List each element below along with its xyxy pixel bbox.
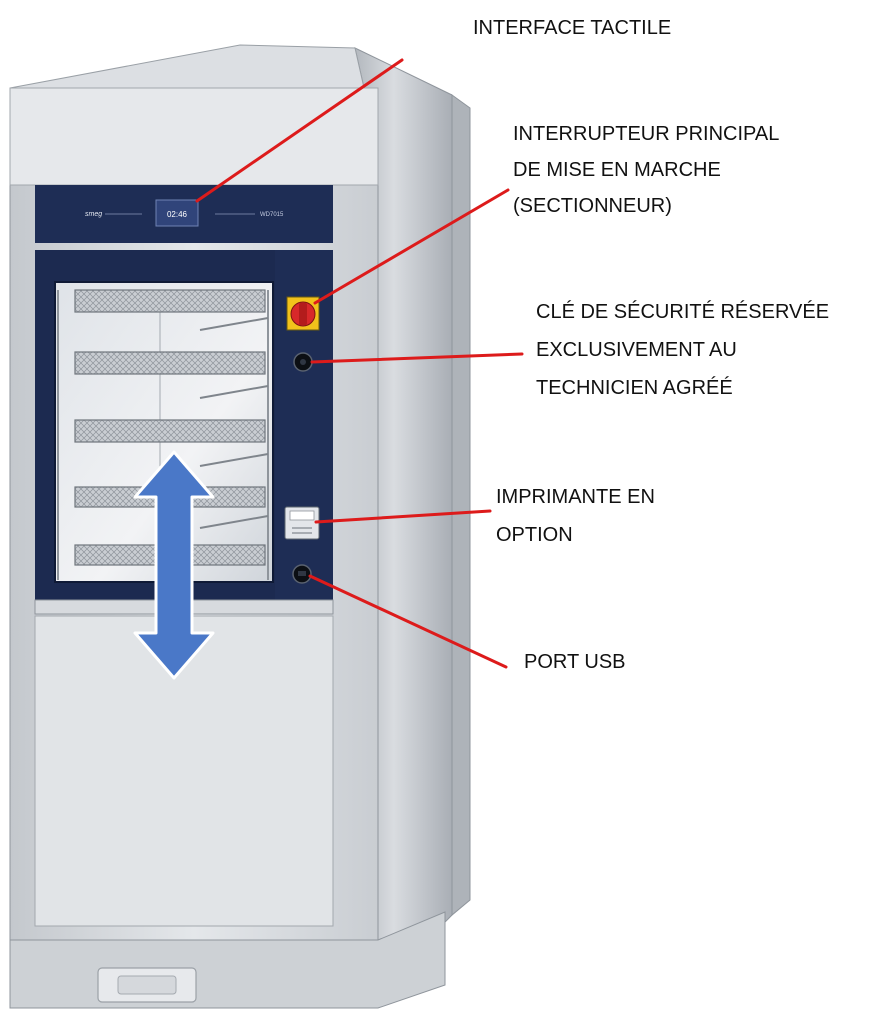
cabinet-top-panel [9, 87, 379, 186]
callout-main-switch-line: (SECTIONNEUR) [513, 195, 672, 217]
callout-safety-key-line: EXCLUSIVEMENT AU [536, 339, 737, 361]
callout-usb: PORT USB [524, 651, 626, 673]
display-clock: 02:46 [167, 210, 188, 219]
leader-line-usb [308, 574, 508, 669]
leader-lines [195, 58, 524, 669]
wash-basket [74, 419, 266, 443]
control-strip: smeg 02:46 WD7015 [35, 185, 333, 243]
callout-safety-key-line: CLÉ DE SÉCURITÉ RÉSERVÉE [536, 300, 829, 323]
leader-line-safety-key [310, 352, 524, 364]
callout-printer: IMPRIMANTE EN OPTION [496, 486, 655, 546]
brand-logo: smeg [85, 211, 102, 218]
leader-line-interface [195, 58, 404, 203]
callout-safety-key: CLÉ DE SÉCURITÉ RÉSERVÉE EXCLUSIVEMENT A… [536, 300, 829, 399]
printer-icon[interactable] [284, 506, 320, 540]
callout-printer-line: IMPRIMANTE EN [496, 486, 655, 508]
callout-main-switch: INTERRUPTEUR PRINCIPAL DE MISE EN MARCHE… [513, 123, 779, 217]
callout-usb-line: PORT USB [524, 651, 626, 673]
key-lock-icon[interactable] [293, 352, 313, 372]
callout-main-switch-line: INTERRUPTEUR PRINCIPAL [513, 123, 779, 145]
callout-interface: INTERFACE TACTILE [473, 17, 671, 39]
callout-interface-line: INTERFACE TACTILE [473, 17, 671, 39]
callout-printer-line: OPTION [496, 524, 573, 546]
double-vertical-arrow-icon [133, 450, 215, 680]
wash-basket [74, 351, 266, 375]
leader-line-main-switch [313, 188, 510, 305]
wash-basket [74, 289, 266, 313]
callout-safety-key-line: TECHNICIEN AGRÉÉ [536, 376, 733, 399]
rotary-switch-icon[interactable] [290, 301, 316, 327]
control-column [275, 250, 333, 605]
leader-line-printer [314, 509, 492, 524]
model-label: WD7015 [260, 212, 284, 218]
touch-display[interactable] [155, 199, 199, 227]
usb-port-icon[interactable] [292, 564, 312, 584]
callout-main-switch-line: DE MISE EN MARCHE [513, 159, 721, 181]
